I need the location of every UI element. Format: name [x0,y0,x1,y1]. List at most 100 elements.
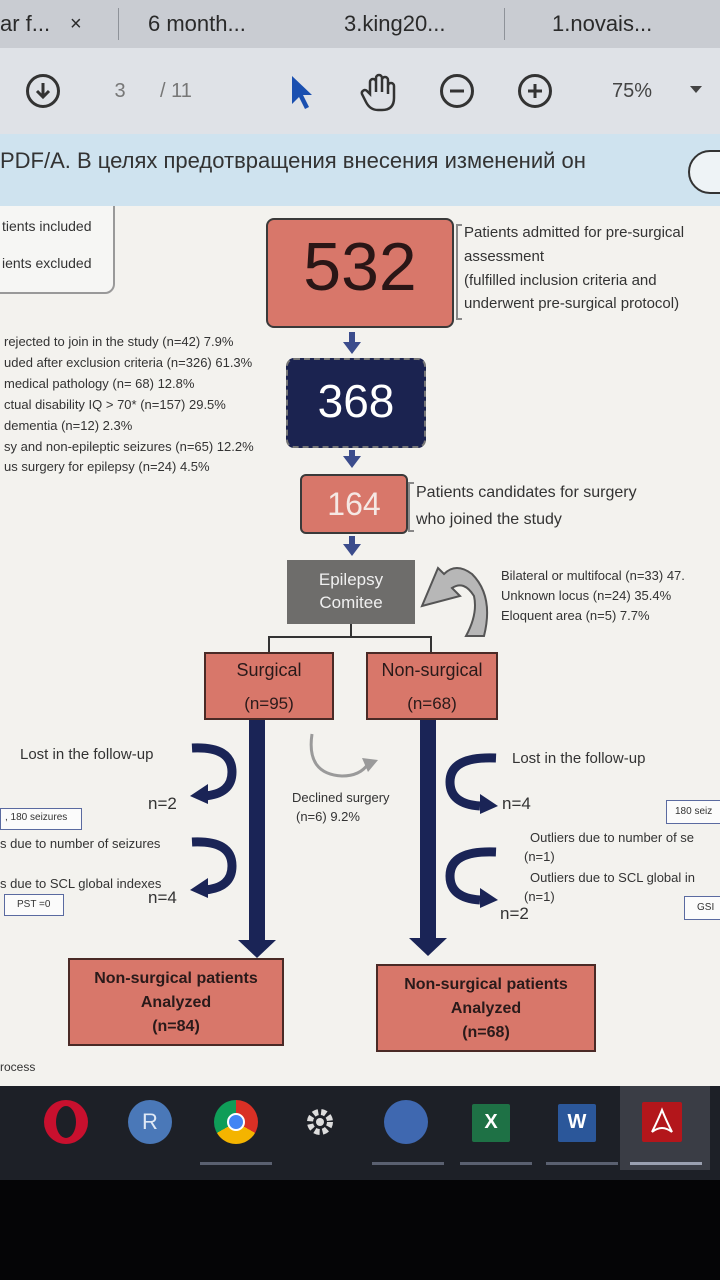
right-n4: n=4 [502,794,531,813]
analyzed-right-line1: Non-surgical patients [404,976,568,993]
arrow-down-icon [343,544,361,556]
opera-icon[interactable] [44,1100,88,1144]
cursor-tool-icon[interactable] [286,72,316,112]
declined-arrow-icon [309,733,378,778]
zoom-out-icon[interactable] [440,74,474,108]
right-n2: n=2 [500,904,529,923]
right-lost-followup: Lost in the follow-up [512,750,646,767]
desc-532-1: Patients admitted for pre-surgical [464,224,685,241]
download-icon[interactable] [26,74,60,108]
enable-editing-button[interactable] [688,150,720,194]
comite-reason-1: Bilateral or multifocal (n=33) 47. [501,568,685,583]
comite-line2: Comitee [319,593,383,612]
pdfa-notice-bar: PDF/A. В целях предотвращения внесения и… [0,134,720,206]
declined-line1: Declined surgery [292,790,390,805]
chrome-icon[interactable] [214,1100,258,1144]
tab-4[interactable]: 1.novais... [552,11,653,36]
comite-reason-3: Eloquent area (n=5) 7.7% [501,608,650,623]
arrow-down-icon [343,456,361,468]
lost-arrow-left-2-icon [190,837,237,898]
taskbar-indicator [372,1162,444,1165]
exclusion-1: rejected to join in the study (n=42) 7.9… [4,334,234,349]
bracket-532 [456,224,462,320]
surgical-label: Surgical [236,660,302,680]
arrow-down-icon [238,940,276,958]
surgical-box: Surgical (n=95) [204,652,334,720]
arrow-down-icon [343,342,361,354]
analyzed-right-line2: Analyzed [450,1000,522,1017]
count-164: 164 [327,486,381,522]
exclusion-4: ctual disability IQ > 70* (n=157) 29.5% [4,397,226,412]
taskbar-indicator [460,1162,532,1165]
zoom-in-icon[interactable] [518,74,552,108]
page-number-input[interactable]: 3 [114,80,126,102]
page-total: / 11 [160,80,192,102]
left-n2: n=2 [148,794,177,813]
desc-532-2: assessment [464,248,545,265]
legend-box [0,206,115,294]
exclusion-7: us surgery for epilepsy (n=24) 4.5% [4,459,210,474]
lost-arrow-left-1-icon [190,743,237,804]
tab-3[interactable]: 3.king20... [344,11,446,36]
taskbar: R X W [0,1086,720,1180]
right-outliers-seizures: Outliers due to number of se [530,830,695,845]
taskbar-indicator [546,1162,618,1165]
comite-reason-2: Unknown locus (n=24) 35.4% [501,588,672,603]
left-outliers-scl: s due to SCL global indexes [0,876,162,891]
arrow-stem [349,536,355,544]
right-n1a: (n=1) [524,849,555,864]
surgical-n: (n=95) [244,694,294,713]
box-164: 164 [300,474,408,534]
declined-line2: (n=6) 9.2% [296,809,360,824]
arrow-stem [349,332,355,342]
zoom-dropdown-icon[interactable] [690,86,702,93]
bracket-164 [408,482,414,532]
surgical-flow-arrow [249,720,265,944]
legend-excluded: ients excluded [2,255,92,271]
nonsurgical-label: Non-surgical [381,660,483,680]
notice-text: PDF/A. В целях предотвращения внесения и… [0,148,586,173]
curved-arrow-icon [420,566,489,637]
desc-532-4: underwent pre-surgical protocol) [464,295,680,312]
right-gsi-text: GSI [697,902,715,913]
acrobat-icon[interactable] [642,1102,682,1142]
excel-icon[interactable]: X [472,1104,510,1142]
right-seizures-box: 180 seiz [666,800,720,824]
left-seizures-box: , 180 seizures [0,808,82,830]
lost-arrow-right-1-icon [445,753,498,814]
analyzed-left-box: Non-surgical patients Analyzed (n=84) [68,958,284,1046]
tab-close-icon[interactable]: × [70,13,82,35]
right-seizures-text: 180 seiz [675,806,713,817]
zoom-level[interactable]: 75% [612,80,653,102]
box-532: 532 [266,218,454,328]
lost-arrow-right-2-icon [445,847,498,908]
tab-1[interactable]: ar f... [0,11,51,36]
right-n1b: (n=1) [524,889,555,904]
right-gsi-box: GSI [684,896,720,920]
r-icon[interactable]: R [128,1100,172,1144]
network-icon[interactable] [384,1100,428,1144]
settings-icon[interactable] [298,1100,342,1144]
exclusion-3: medical pathology (n= 68) 12.8% [4,376,195,391]
pdf-page: tients included ients excluded 532 Patie… [0,206,720,1086]
desc-164-1: Patients candidates for surgery [416,484,637,501]
footer-text: rocess [0,1060,36,1074]
left-n4: n=4 [148,888,177,907]
count-532: 532 [303,229,417,305]
browser-tab-bar: ar f... × 6 month... 3.king20... 1.novai… [0,0,720,48]
left-pst-text: PST =0 [17,899,51,910]
hand-tool-icon[interactable] [358,70,402,114]
pdf-toolbar: 3 / 11 75% [0,48,720,134]
desc-164-2: who joined the study [416,511,562,528]
tab-2[interactable]: 6 month... [148,11,246,36]
epilepsy-comitee-box: Epilepsy Comitee [287,560,415,624]
screen-bezel [0,1180,720,1280]
right-outliers-scl: Outliers due to SCL global in [530,870,696,885]
exclusion-5: dementia (n=12) 2.3% [4,418,133,433]
nonsurgical-flow-arrow [420,720,436,942]
count-368: 368 [317,375,395,427]
arrow-down-icon [409,938,447,956]
word-icon[interactable]: W [558,1104,596,1142]
legend-included: tients included [2,218,92,234]
left-outliers-seizures: s due to number of seizures [0,836,161,851]
